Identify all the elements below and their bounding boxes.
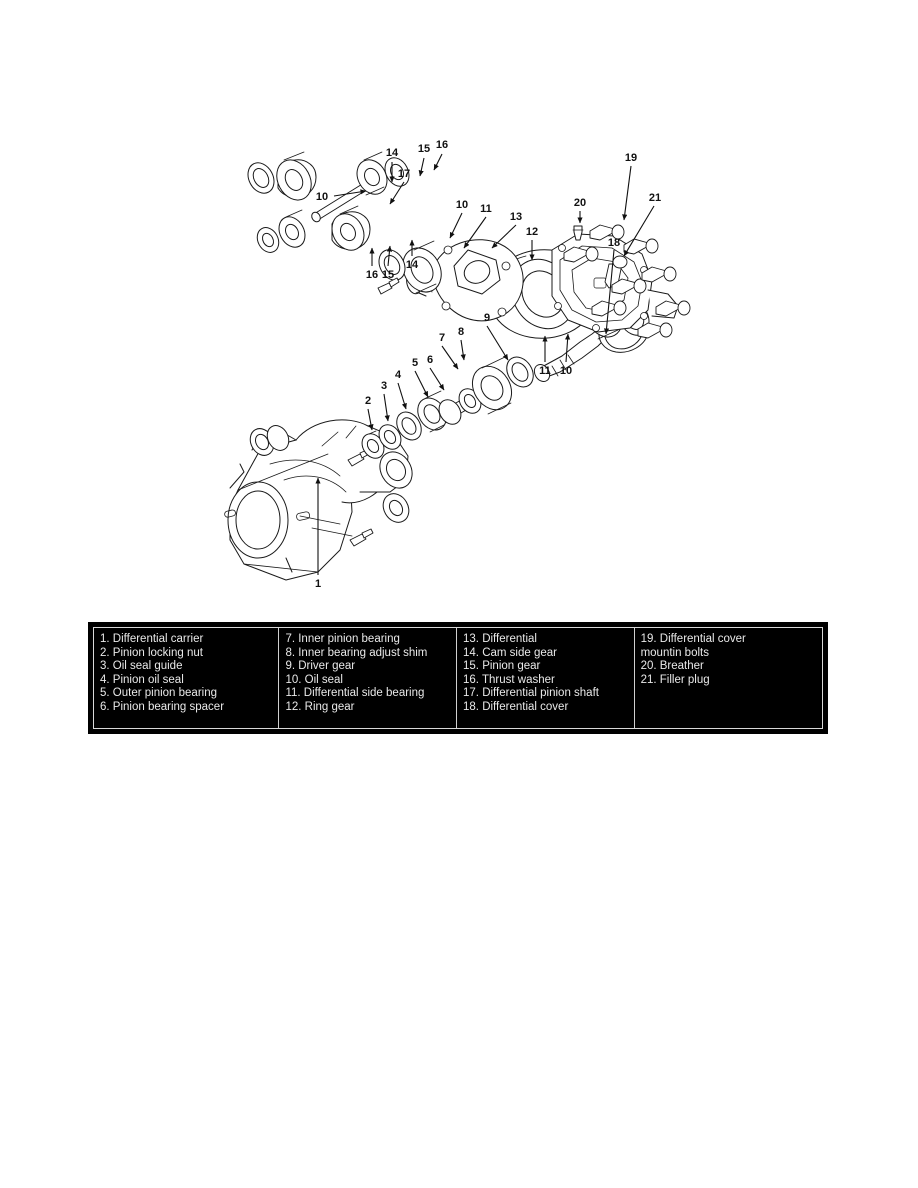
- legend-item-19-cont: mountin bolts: [640, 646, 709, 659]
- callout-7: 7: [439, 332, 445, 344]
- callout-1: 1: [315, 578, 321, 590]
- part-oil-seal-top-left: [247, 162, 275, 194]
- part-pinion-gear-lower: [278, 209, 306, 248]
- callout-4: 4: [395, 369, 402, 381]
- part-differential-pinion-shaft: [311, 177, 377, 223]
- callout-14-a: 14: [386, 147, 399, 159]
- callout-17: 17: [398, 168, 410, 180]
- part-cover-bolts: [563, 224, 691, 339]
- legend-item-11: 11. Differential side bearing: [285, 687, 425, 700]
- callout-15-a: 15: [418, 143, 430, 155]
- parts-legend-grid: 1. Differential carrier 2. Pinion lockin…: [93, 627, 823, 729]
- callout-16-b: 16: [366, 269, 378, 281]
- legend-column-3: 13. Differential 14. Cam side gear 15. P…: [457, 628, 635, 728]
- part-inner-pinion-bearing: [471, 356, 513, 415]
- callout-15-b: 15: [382, 269, 394, 281]
- exploded-diagram: 10 14 17 15 16 16 15 14 10 11 13 12 20 1…: [200, 120, 840, 610]
- part-pinion-bearing-spacer: [438, 388, 482, 425]
- legend-item-21: 21. Filler plug: [640, 673, 710, 686]
- callout-20: 20: [574, 197, 586, 209]
- legend-item-7: 7. Inner pinion bearing: [285, 633, 400, 645]
- legend-item-2: 2. Pinion locking nut: [100, 646, 203, 659]
- legend-column-4: 19. Differential cover mountin bolts 20.…: [635, 628, 822, 728]
- part-inner-bearing-adjust-shim: [506, 356, 534, 388]
- part-oil-seal-guide: [378, 424, 402, 450]
- legend-item-13: 13. Differential: [463, 633, 537, 645]
- callout-14-b: 14: [406, 259, 419, 271]
- differential-assembly-drawing: 10 14 17 15 16 16 15 14 10 11 13 12 20 1…: [224, 139, 691, 590]
- callout-6: 6: [427, 354, 433, 366]
- legend-item-8: 8. Inner bearing adjust shim: [285, 646, 428, 659]
- legend-item-5: 5. Outer pinion bearing: [100, 687, 217, 700]
- part-pinion-locking-nut: [361, 430, 385, 459]
- legend-item-16: 16. Thrust washer: [463, 673, 555, 686]
- legend-item-18: 18. Differential cover: [463, 700, 569, 713]
- legend-item-9: 9. Driver gear: [285, 660, 356, 673]
- callout-9: 9: [484, 312, 490, 324]
- legend-item-4: 4. Pinion oil seal: [100, 673, 184, 686]
- legend-item-17: 17. Differential pinion shaft: [463, 687, 599, 700]
- callout-8: 8: [458, 326, 464, 338]
- callout-16-a: 16: [436, 139, 448, 151]
- legend-item-15: 15. Pinion gear: [463, 660, 541, 673]
- part-breather: [572, 225, 584, 241]
- part-differential-case: [406, 239, 524, 322]
- part-pinion-oil-seal: [396, 411, 422, 441]
- callout-2: 2: [365, 395, 371, 407]
- callout-11-a: 11: [480, 203, 492, 215]
- legend-item-3: 3. Oil seal guide: [100, 660, 183, 673]
- part-cam-side-gear-lower: [331, 205, 371, 251]
- legend-item-1: 1. Differential carrier: [100, 633, 204, 645]
- callout-18: 18: [608, 237, 620, 249]
- callout-5: 5: [412, 357, 418, 369]
- callout-12: 12: [526, 226, 538, 238]
- legend-item-14: 14. Cam side gear: [463, 646, 557, 659]
- legend-item-19: 19. Differential cover: [640, 633, 746, 645]
- callout-3: 3: [381, 380, 387, 392]
- parts-legend-table: 1. Differential carrier 2. Pinion lockin…: [88, 622, 828, 734]
- callout-19: 19: [625, 152, 637, 164]
- legend-column-2: 7. Inner pinion bearing 8. Inner bearing…: [279, 628, 458, 728]
- part-differential-side-bearing-left: [402, 240, 442, 294]
- callout-leaders: [315, 153, 655, 575]
- legend-item-10: 10. Oil seal: [285, 673, 343, 686]
- callout-numbers: 10 14 17 15 16 16 15 14 10 11 13 12 20 1…: [315, 139, 661, 590]
- part-thrust-washer-lower: [256, 227, 280, 253]
- legend-item-12: 12. Ring gear: [285, 700, 355, 713]
- callout-13: 13: [510, 211, 522, 223]
- callout-10-a: 10: [316, 191, 328, 203]
- callout-11-b: 11: [539, 365, 551, 377]
- legend-item-6: 6. Pinion bearing spacer: [100, 700, 225, 713]
- callout-10-b: 10: [456, 199, 468, 211]
- part-cam-side-gear-upper: [276, 151, 317, 201]
- callout-21: 21: [649, 192, 661, 204]
- legend-column-1: 1. Differential carrier 2. Pinion lockin…: [94, 628, 280, 728]
- legend-item-20: 20. Breather: [640, 660, 704, 673]
- part-pinion-gear-upper: [356, 151, 388, 196]
- callout-10-c: 10: [560, 365, 572, 377]
